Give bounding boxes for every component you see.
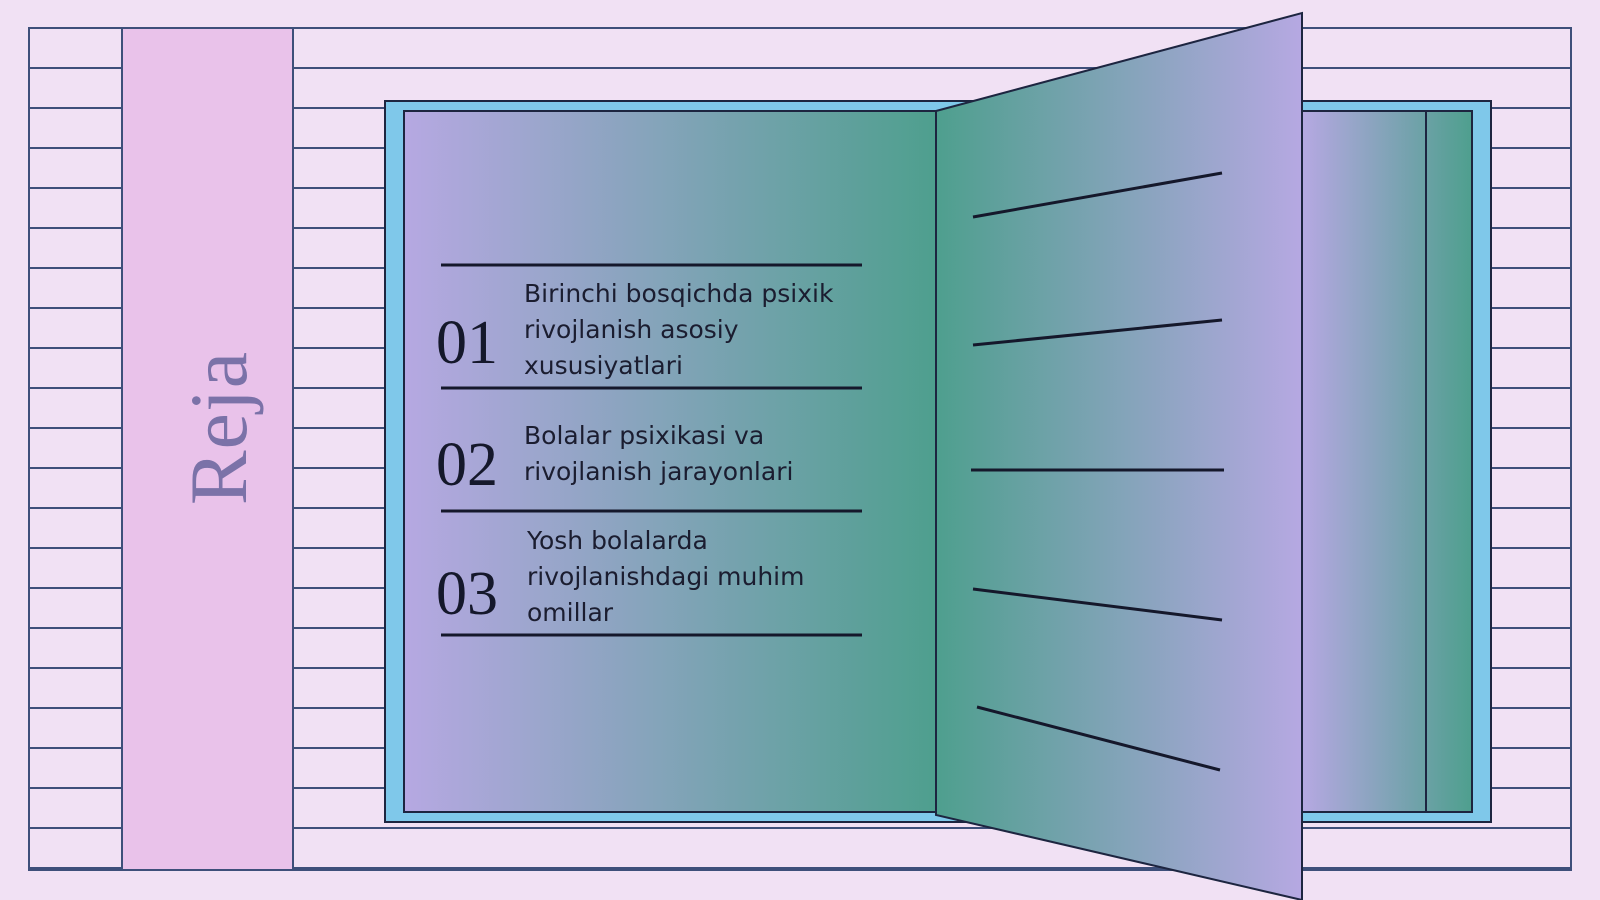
right-page xyxy=(1301,110,1473,813)
left-page xyxy=(403,110,937,813)
turning-page xyxy=(935,11,1303,900)
open-book xyxy=(384,11,1492,900)
item-text: Birinchi bosqichda psixik rivojlanish as… xyxy=(524,279,834,380)
item-text: Bolalar psixikasi va rivojlanish jarayon… xyxy=(524,421,794,486)
item-number: 01 xyxy=(436,309,498,377)
slide-title: Reja xyxy=(173,350,264,506)
list-dividers xyxy=(441,263,862,637)
item-text: Yosh bolalarda rivojlanishdagi muhim omi… xyxy=(527,526,805,627)
item-number: 03 xyxy=(436,560,498,628)
turning-page-lines xyxy=(971,171,1224,772)
item-number: 02 xyxy=(436,431,498,499)
title-band xyxy=(121,27,294,871)
